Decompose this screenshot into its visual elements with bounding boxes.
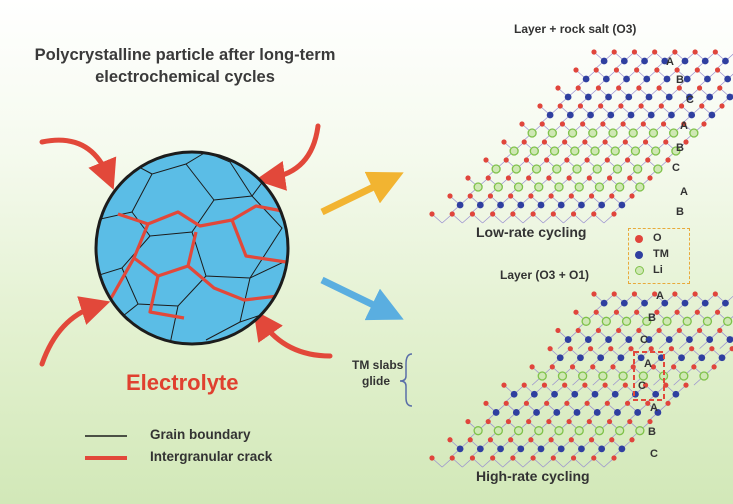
lattice-low-rate: [429, 49, 733, 224]
lattice-high-rate: [429, 291, 733, 468]
low-rate-arrow: [320, 171, 404, 216]
low-rate-caption: Low-rate cycling: [476, 224, 587, 240]
high-rate-caption: High-rate cycling: [476, 468, 590, 484]
bottom-stack-4: A: [644, 358, 652, 370]
top-structure-title: Layer + rock salt (O3): [514, 22, 637, 36]
bottom-stack-1: A: [656, 290, 664, 302]
tm-icon: [635, 251, 643, 259]
top-stack-5: B: [676, 142, 684, 154]
bottom-structure-title: Layer (O3 + O1): [500, 268, 590, 282]
top-stack-6: C: [672, 162, 680, 174]
electrolyte-label: Electrolyte: [126, 370, 239, 395]
li-label: Li: [653, 264, 663, 276]
bottom-stack-5: C: [638, 380, 646, 392]
top-stack-1: A: [666, 56, 674, 68]
top-stack-8: B: [676, 206, 684, 218]
top-stack-4: A: [680, 120, 688, 132]
atom-legend: O TM Li: [628, 228, 690, 284]
li-icon: [635, 266, 644, 275]
crack-legend-label: Intergranular crack: [150, 449, 273, 464]
bottom-stack-7: B: [648, 426, 656, 438]
top-stack-2: B: [676, 74, 684, 86]
bottom-stack-6: A: [650, 402, 658, 414]
intergranular-cracks: [108, 204, 288, 320]
polycrystalline-particle: [94, 150, 290, 346]
top-stack-7: A: [680, 186, 688, 198]
bottom-stack-8: C: [650, 448, 658, 460]
glide-bracket: [399, 353, 413, 407]
glide-label-line-1: TM slabs: [352, 358, 404, 372]
stacking-highlight-box: [633, 351, 665, 401]
tm-label: TM: [653, 248, 669, 260]
glide-label-line-2: glide: [362, 374, 391, 388]
high-rate-arrow: [320, 276, 404, 321]
grain-boundary-legend-label: Grain boundary: [150, 427, 251, 442]
title-line-1: Polycrystalline particle after long-term: [34, 46, 336, 64]
electrolyte-arrows: [39, 123, 333, 367]
top-stack-3: C: [686, 94, 694, 106]
oxygen-icon: [635, 235, 643, 243]
diagram-title: Polycrystalline particle after long-term…: [20, 44, 350, 88]
oxygen-label: O: [653, 232, 662, 244]
bottom-stack-2: B: [648, 312, 656, 324]
bottom-stack-3: C: [640, 334, 648, 346]
title-line-2: electrochemical cycles: [95, 68, 275, 86]
grain-boundaries: [96, 152, 288, 344]
